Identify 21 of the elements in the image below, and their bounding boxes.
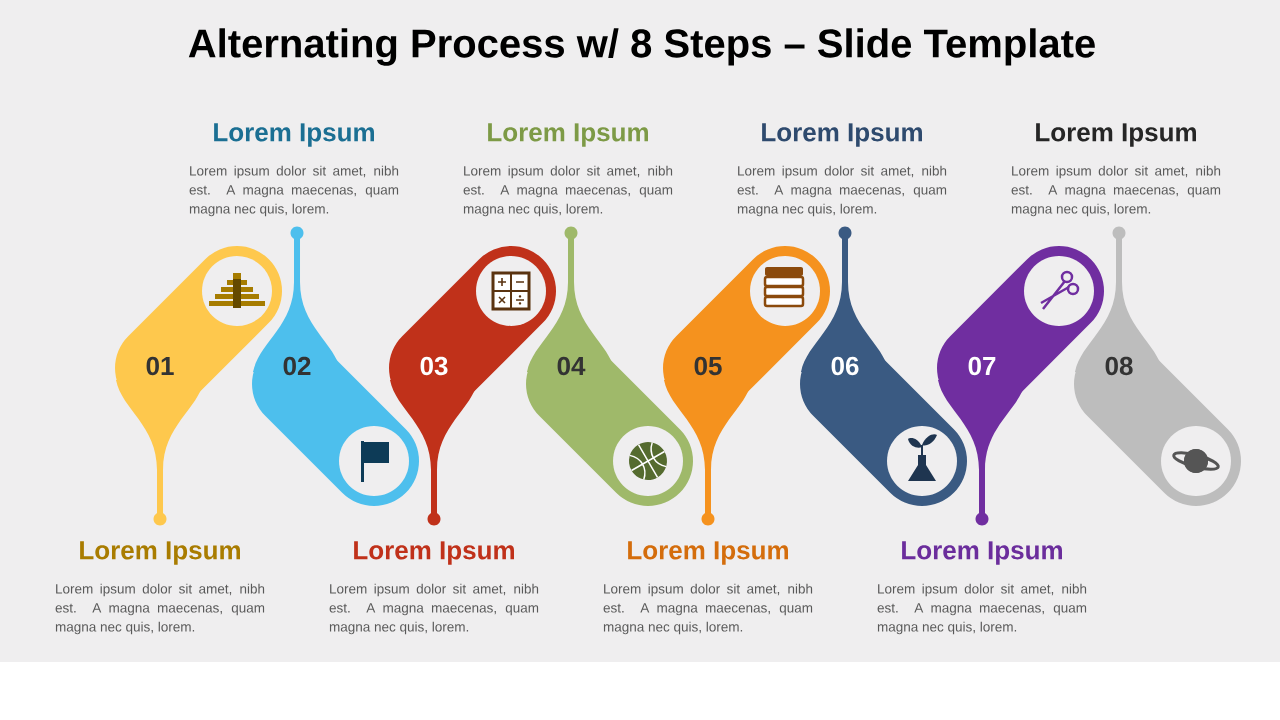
- step-heading: Lorem Ipsum: [214, 123, 374, 147]
- node-label: 03: [420, 356, 448, 376]
- step-heading: Lorem Ipsum: [1036, 123, 1196, 147]
- step-description: Lorem ipsum dolor sit amet, nibh est. A magna maecenas, quam magna nec quis, lorem.: [1011, 165, 1221, 217]
- step-heading: Lorem Ipsum: [80, 541, 240, 565]
- step-description: Lorem ipsum dolor sit amet, nibh est. A magna maecenas, quam magna nec quis, lorem.: [55, 583, 265, 635]
- step-heading: Lorem Ipsum: [762, 123, 922, 147]
- step-description: Lorem ipsum dolor sit amet, nibh est. A magna maecenas, quam magna nec quis, lorem.: [463, 165, 673, 217]
- node-label: 01: [146, 356, 174, 376]
- step-heading: Lorem Ipsum: [488, 123, 648, 147]
- step-heading: Lorem Ipsum: [628, 541, 788, 565]
- step-description: Lorem ipsum dolor sit amet, nibh est. A magna maecenas, quam magna nec quis, lorem.: [737, 165, 947, 217]
- node-label: 05: [694, 356, 722, 376]
- step-description: Lorem ipsum dolor sit amet, nibh est. A magna maecenas, quam magna nec quis, lorem.: [877, 583, 1087, 635]
- node-label: 07: [968, 356, 996, 376]
- slide-title: Alternating Process w/ 8 Steps – Slide Template: [188, 28, 1095, 66]
- step-description: Lorem ipsum dolor sit amet, nibh est. A magna maecenas, quam magna nec quis, lorem.: [189, 165, 399, 217]
- step-heading: Lorem Ipsum: [354, 541, 514, 565]
- step-heading: Lorem Ipsum: [902, 541, 1062, 565]
- step-description: Lorem ipsum dolor sit amet, nibh est. A magna maecenas, quam magna nec quis, lorem.: [329, 583, 539, 635]
- step-description: Lorem ipsum dolor sit amet, nibh est. A magna maecenas, quam magna nec quis, lorem.: [603, 583, 813, 635]
